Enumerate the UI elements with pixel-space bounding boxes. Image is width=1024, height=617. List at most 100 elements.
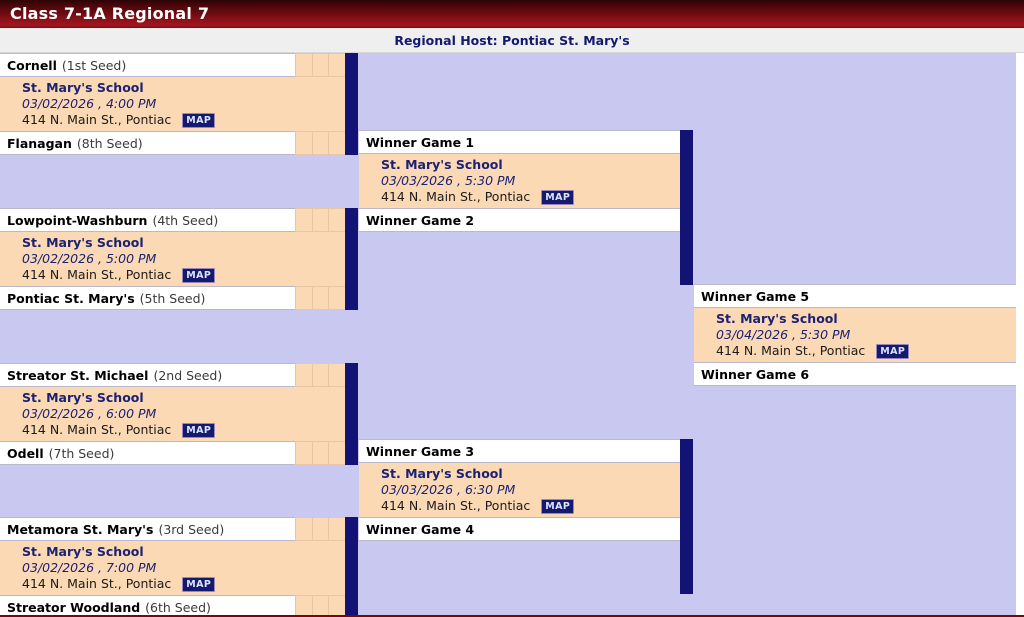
map-link-badge[interactable]: MAP	[182, 422, 216, 438]
game-datetime: 03/03/2026 , 6:30 PM	[381, 482, 516, 497]
score-cell[interactable]	[311, 53, 329, 77]
game-info: St. Mary's School 03/02/2026 , 4:00 PM 4…	[0, 77, 345, 131]
game-venue: St. Mary's School	[22, 80, 144, 95]
regional-host-bar: Regional Host: Pontiac St. Mary's	[0, 29, 1024, 53]
score-cell[interactable]	[295, 441, 312, 465]
team-name: Cornell	[7, 57, 57, 73]
game-address-line: 414 N. Main St., Pontiac MAP	[22, 112, 345, 128]
score-cell[interactable]	[311, 208, 329, 232]
team-seed: (7th Seed)	[48, 445, 115, 461]
score-cell[interactable]	[295, 517, 312, 541]
game-address: 414 N. Main St., Pontiac	[22, 112, 172, 127]
score-cells[interactable]	[295, 208, 346, 232]
right-margin	[1016, 53, 1024, 616]
team-name: Pontiac St. Mary's	[7, 290, 135, 306]
score-cells[interactable]	[295, 441, 346, 465]
team-name: Streator Woodland	[7, 599, 141, 615]
game-address: 414 N. Main St., Pontiac	[22, 576, 172, 591]
bottom-rule	[0, 615, 1024, 617]
score-cell[interactable]	[328, 517, 346, 541]
game-datetime: 03/02/2026 , 6:00 PM	[22, 406, 157, 421]
winner-slot[interactable]: Winner Game 2	[359, 208, 680, 232]
winner-slot[interactable]: Winner Game 5	[694, 284, 1016, 308]
score-cell[interactable]	[295, 595, 312, 617]
score-cell[interactable]	[295, 53, 312, 77]
bracket-connector	[345, 53, 358, 155]
page-title: Class 7-1A Regional 7	[10, 4, 210, 23]
map-link-badge[interactable]: MAP	[182, 112, 216, 128]
bracket-connector	[345, 517, 358, 617]
game-address-line: 414 N. Main St., Pontiac MAP	[381, 189, 680, 205]
map-link-badge[interactable]: MAP	[541, 498, 575, 514]
score-cells[interactable]	[295, 286, 346, 310]
game-address: 414 N. Main St., Pontiac	[381, 498, 531, 513]
score-cell[interactable]	[311, 517, 329, 541]
team-name: Streator St. Michael	[7, 367, 149, 383]
score-cell[interactable]	[295, 363, 312, 387]
game-venue: St. Mary's School	[716, 311, 838, 326]
map-link-badge[interactable]: MAP	[182, 267, 216, 283]
bracket-connector	[345, 208, 358, 310]
team-row[interactable]: Pontiac St. Mary's (5th Seed)	[0, 286, 295, 310]
score-cell[interactable]	[328, 131, 346, 155]
score-cell[interactable]	[328, 286, 346, 310]
team-seed: (1st Seed)	[61, 57, 127, 73]
score-cells[interactable]	[295, 595, 346, 617]
game-address-line: 414 N. Main St., Pontiac MAP	[22, 267, 345, 283]
team-row[interactable]: Lowpoint-Washburn (4th Seed)	[0, 208, 295, 232]
game-address-line: 414 N. Main St., Pontiac MAP	[716, 343, 1016, 359]
game-venue: St. Mary's School	[381, 466, 503, 481]
score-cell[interactable]	[328, 441, 346, 465]
score-cells[interactable]	[295, 363, 346, 387]
score-cells[interactable]	[295, 517, 346, 541]
map-link-badge[interactable]: MAP	[876, 343, 910, 359]
score-cell[interactable]	[311, 286, 329, 310]
score-cell[interactable]	[311, 363, 329, 387]
game-address: 414 N. Main St., Pontiac	[22, 422, 172, 437]
winner-slot[interactable]: Winner Game 1	[359, 130, 680, 154]
team-row[interactable]: Streator St. Michael (2nd Seed)	[0, 363, 295, 387]
team-row[interactable]: Flanagan (8th Seed)	[0, 131, 295, 155]
game-address: 414 N. Main St., Pontiac	[22, 267, 172, 282]
score-cell[interactable]	[295, 286, 312, 310]
team-row[interactable]: Odell (7th Seed)	[0, 441, 295, 465]
team-name: Metamora St. Mary's	[7, 521, 154, 537]
score-cells[interactable]	[295, 53, 346, 77]
bracket-connector	[680, 439, 693, 594]
score-cell[interactable]	[328, 363, 346, 387]
score-cell[interactable]	[311, 441, 329, 465]
team-name: Odell	[7, 445, 44, 461]
game-address-line: 414 N. Main St., Pontiac MAP	[22, 422, 345, 438]
score-cell[interactable]	[295, 131, 312, 155]
game-info: St. Mary's School 03/02/2026 , 6:00 PM 4…	[0, 387, 345, 441]
map-link-badge[interactable]: MAP	[541, 189, 575, 205]
winner-slot[interactable]: Winner Game 4	[359, 517, 680, 541]
game-venue: St. Mary's School	[22, 235, 144, 250]
score-cell[interactable]	[311, 131, 329, 155]
game-info: St. Mary's School 03/03/2026 , 6:30 PM 4…	[359, 463, 680, 517]
team-seed: (4th Seed)	[152, 212, 219, 228]
game-datetime: 03/02/2026 , 5:00 PM	[22, 251, 157, 266]
score-cell[interactable]	[311, 595, 329, 617]
score-cell[interactable]	[328, 595, 346, 617]
game-datetime: 03/02/2026 , 7:00 PM	[22, 560, 157, 575]
map-link-badge[interactable]: MAP	[182, 576, 216, 592]
winner-slot[interactable]: Winner Game 3	[359, 439, 680, 463]
winner-slot-label: Winner Game 6	[701, 366, 810, 382]
game-datetime: 03/03/2026 , 5:30 PM	[381, 173, 516, 188]
team-row[interactable]: Cornell (1st Seed)	[0, 53, 295, 77]
winner-slot-label: Winner Game 2	[366, 212, 475, 228]
score-cell[interactable]	[328, 208, 346, 232]
team-row[interactable]: Streator Woodland (6th Seed)	[0, 595, 295, 617]
team-row[interactable]: Metamora St. Mary's (3rd Seed)	[0, 517, 295, 541]
score-cell[interactable]	[295, 208, 312, 232]
winner-slot-label: Winner Game 4	[366, 521, 475, 537]
winner-slot[interactable]: Winner Game 6	[694, 362, 1016, 386]
bracket-connector	[680, 130, 693, 285]
score-cell[interactable]	[328, 53, 346, 77]
winner-slot-label: Winner Game 1	[366, 134, 475, 150]
title-bar: Class 7-1A Regional 7	[0, 0, 1024, 29]
team-seed: (8th Seed)	[76, 135, 143, 151]
score-cells[interactable]	[295, 131, 346, 155]
regional-host-label: Regional Host: Pontiac St. Mary's	[394, 33, 630, 48]
